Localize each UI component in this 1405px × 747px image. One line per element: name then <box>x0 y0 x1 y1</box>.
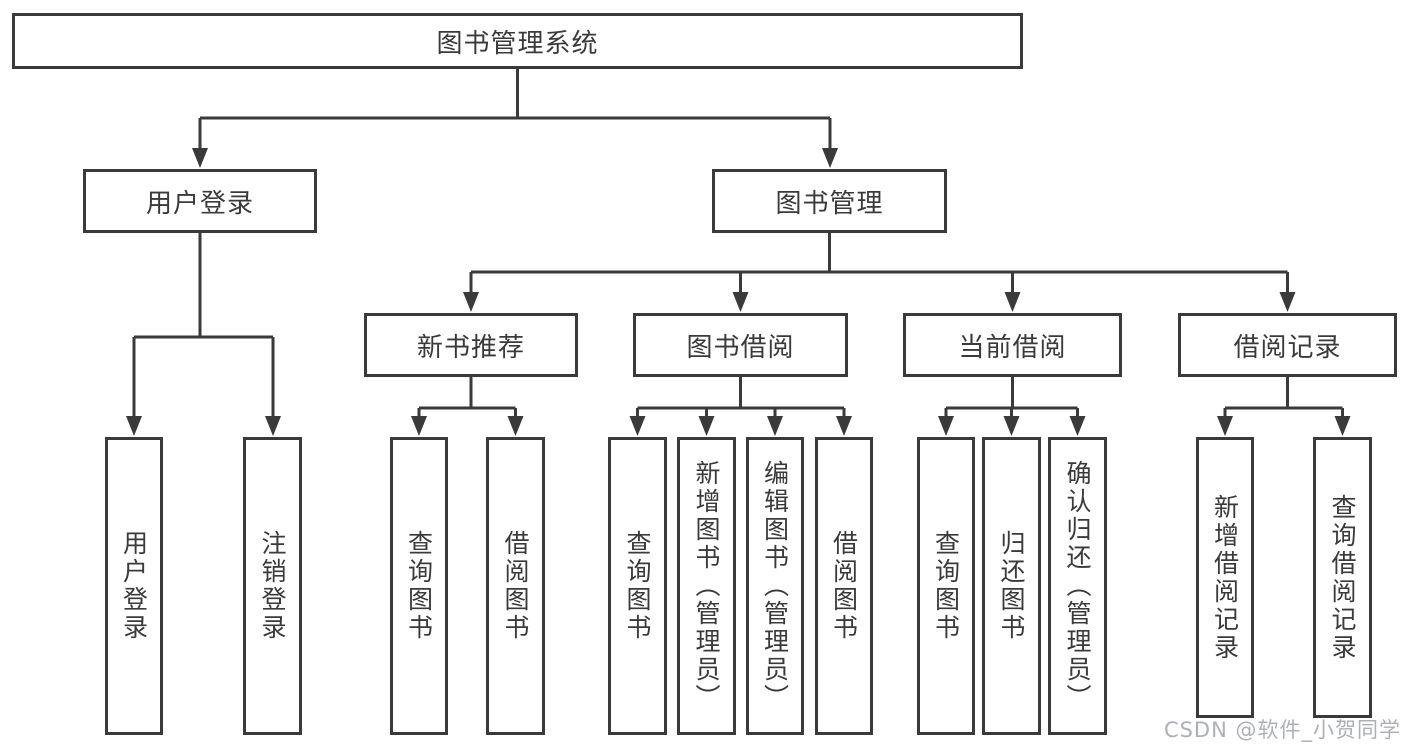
node-return-books: 归还图书 <box>982 437 1041 735</box>
node-add-borrow-record: 新增借阅记录 <box>1196 437 1254 718</box>
node-user-login-action: 用户登录 <box>105 437 163 735</box>
node-label: 查询借阅记录 <box>1328 493 1357 662</box>
node-book-management: 图书管理 <box>712 169 947 233</box>
node-add-books-admin: 新增图书（管理员） <box>677 437 736 735</box>
node-label: 新增图书（管理员） <box>692 460 721 712</box>
node-query-books-recommend: 查询图书 <box>390 437 448 735</box>
node-query-books-current: 查询图书 <box>917 437 975 735</box>
node-confirm-return-admin: 确认归还（管理员） <box>1048 437 1107 735</box>
node-user-login: 用户登录 <box>83 169 317 233</box>
node-label: 查询图书 <box>404 530 434 642</box>
node-query-borrow-record: 查询借阅记录 <box>1313 437 1372 718</box>
node-label: 新增借阅记录 <box>1210 493 1240 662</box>
node-label: 查询图书 <box>931 530 961 642</box>
node-label: 查询图书 <box>623 530 652 642</box>
node-label: 归还图书 <box>997 530 1026 642</box>
node-label: 注销登录 <box>258 530 287 642</box>
node-edit-books-admin: 编辑图书（管理员） <box>746 437 804 735</box>
node-label: 确认归还（管理员） <box>1063 460 1092 712</box>
node-label: 用户登录 <box>119 530 149 642</box>
node-query-books-borrowing: 查询图书 <box>608 437 667 735</box>
node-logout-action: 注销登录 <box>243 437 302 735</box>
csdn-watermark: CSDN @软件_小贺同学 <box>1163 718 1401 742</box>
node-label: 借阅图书 <box>829 530 859 642</box>
node-borrowing-records: 借阅记录 <box>1178 313 1397 377</box>
node-label: 编辑图书（管理员） <box>760 460 790 712</box>
node-borrow-books-recommend: 借阅图书 <box>486 437 545 735</box>
node-borrow-books-borrowing: 借阅图书 <box>815 437 873 735</box>
node-new-book-recommend: 新书推荐 <box>364 313 578 377</box>
node-current-borrowing: 当前借阅 <box>903 313 1122 377</box>
node-book-borrowing: 图书借阅 <box>633 313 848 377</box>
node-label: 借阅图书 <box>501 530 530 642</box>
node-library-management-system: 图书管理系统 <box>12 13 1023 69</box>
